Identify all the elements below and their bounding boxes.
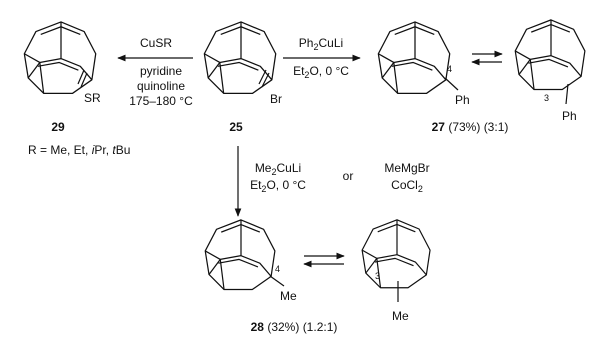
compound-28-caption: 28 (32%) (1.2:1) xyxy=(251,320,338,334)
structure-28-3-isomer: 3 Me xyxy=(361,219,431,323)
equilibrium-arrows-28 xyxy=(303,252,345,268)
substituent-28-a: Me xyxy=(280,289,297,303)
reagent-to-29-line3: quinoline xyxy=(137,79,185,93)
structure-27-4-isomer: 4 Ph xyxy=(377,21,470,107)
reagent-to-29-line2: pyridine xyxy=(140,64,182,78)
reagent-to-29-line1: CuSR xyxy=(140,36,172,50)
reagent-to-27-line2: Et2O, 0 °C xyxy=(293,64,349,80)
equilibrium-arrows-27 xyxy=(471,50,503,66)
substituent-25: Br xyxy=(270,92,282,106)
locant-28-b: 3 xyxy=(375,271,380,281)
structure-29: SR xyxy=(23,21,101,105)
locant-27-b: 3 xyxy=(544,93,549,103)
substituent-27-a: Ph xyxy=(455,93,470,107)
locant-28-a: 4 xyxy=(275,264,280,274)
reagent-to-28-opt2-line1: MeMgBr xyxy=(384,161,429,175)
substituent-28-b: Me xyxy=(392,309,409,323)
compound-27-caption: 27 (73%) (3:1) xyxy=(432,120,509,134)
structure-27-3-isomer: 3 Ph xyxy=(514,19,586,123)
reagent-to-28-connector: or xyxy=(343,169,354,183)
locant-27-a: 4 xyxy=(447,64,452,74)
r-group-definitions: R = Me, Et, iPr, tBu xyxy=(28,143,130,157)
substituent-29: SR xyxy=(84,91,101,105)
structure-25: Br xyxy=(203,21,282,106)
compound-number-29: 29 xyxy=(51,120,65,134)
substituent-27-b: Ph xyxy=(562,109,577,123)
reagent-to-28-opt1-line2: Et2O, 0 °C xyxy=(250,178,306,194)
reagent-to-29-line4: 175–180 °C xyxy=(129,94,193,108)
reagent-to-28-opt2-line2: CoCl2 xyxy=(391,178,423,194)
compound-number-25: 25 xyxy=(229,120,243,134)
structure-28-4-isomer: 4 Me xyxy=(204,219,297,303)
reagent-to-27-line1: Ph2CuLi xyxy=(299,36,343,52)
reagent-to-28-opt1-line1: Me2CuLi xyxy=(255,161,301,177)
